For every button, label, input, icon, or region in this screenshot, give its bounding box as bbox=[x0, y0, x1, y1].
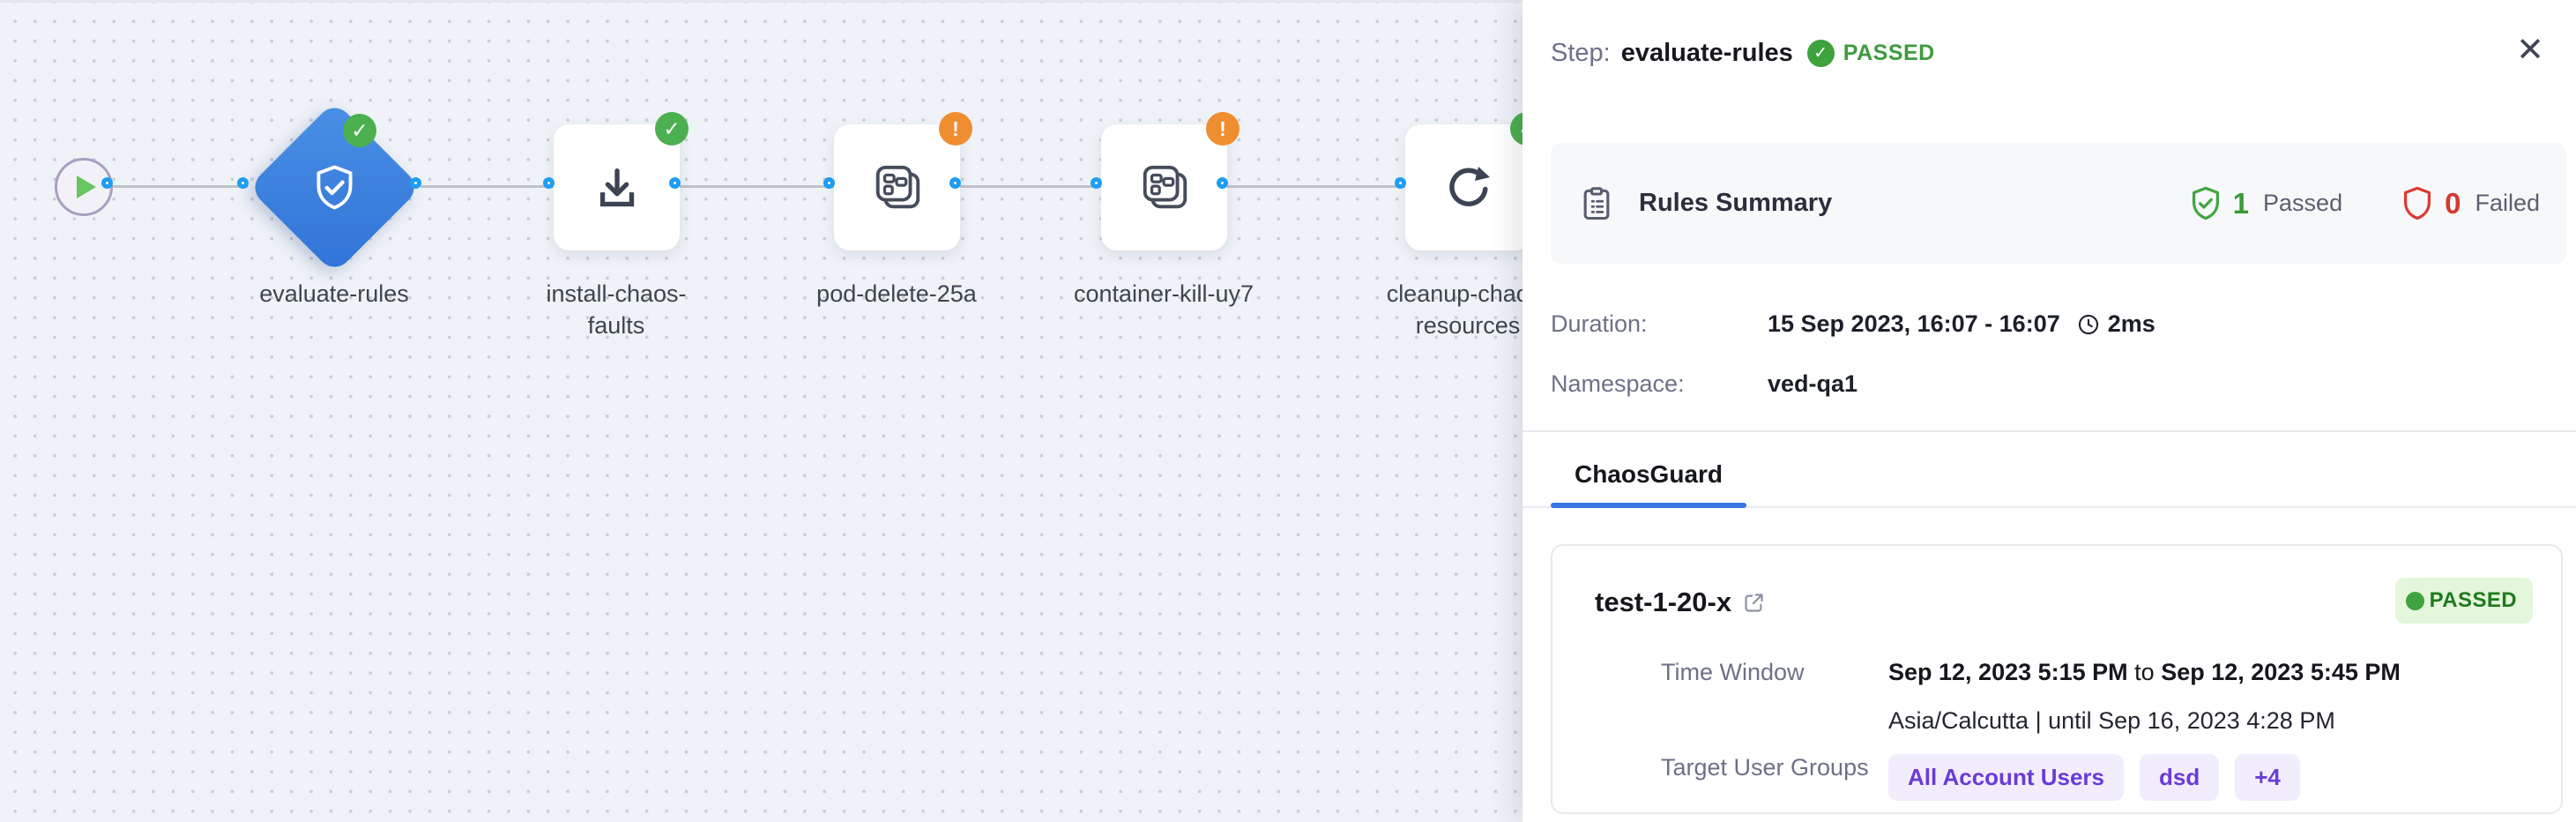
node-label-container-kill-uy7: container-kill-uy7 bbox=[1073, 280, 1254, 307]
status-badge-warning: ! bbox=[1206, 112, 1240, 146]
user-group-more-chip[interactable]: +4 bbox=[2235, 754, 2300, 801]
exclamation-icon: ! bbox=[952, 116, 959, 140]
user-group-chip[interactable]: dsd bbox=[2139, 754, 2220, 801]
timezone-value: Asia/Calcutta | until Sep 16, 2023 4:28 … bbox=[1888, 707, 2335, 734]
status-badge-success: ✓ bbox=[343, 114, 376, 147]
play-icon bbox=[77, 176, 96, 198]
failed-count: 0 bbox=[2445, 186, 2461, 220]
edge-start-evaluate bbox=[112, 185, 248, 188]
tab-active-underline bbox=[1551, 503, 1746, 508]
namespace-value: ved-qa1 bbox=[1768, 370, 1858, 397]
node-install-chaos-faults[interactable] bbox=[554, 124, 680, 250]
rules-summary-section: Rules Summary 1 Passed 0 Failed bbox=[1551, 143, 2566, 264]
step-label: Step: bbox=[1551, 39, 1611, 67]
passed-count: 1 bbox=[2232, 186, 2250, 220]
connector-port bbox=[410, 177, 421, 189]
chaos-fault-icon bbox=[1143, 165, 1187, 208]
duration-value: 15 Sep 2023, 16:07 - 16:07 bbox=[1768, 310, 2060, 337]
chaosguard-condition-card: test-1-20-x PASSED Time Window Sep 12, 2… bbox=[1551, 544, 2563, 814]
time-window-label: Time Window bbox=[1661, 659, 1805, 685]
connector-port bbox=[101, 177, 113, 189]
connector-port bbox=[823, 177, 835, 189]
duration-row: Duration: 15 Sep 2023, 16:07 - 16:07 2ms bbox=[1551, 310, 2155, 338]
check-icon: ✓ bbox=[351, 118, 369, 142]
retry-icon bbox=[1448, 166, 1490, 206]
time-window-row: Time Window Sep 12, 2023 5:15 PM to Sep … bbox=[1552, 659, 2401, 686]
edge-containerkill-cleanup bbox=[1227, 185, 1405, 188]
connector-port bbox=[1395, 177, 1406, 189]
node-container-kill-uy7[interactable] bbox=[1101, 124, 1227, 250]
node-cleanup-chaos-resources[interactable] bbox=[1405, 124, 1531, 250]
node-label-pod-delete-25a: pod-delete-25a bbox=[816, 280, 977, 307]
status-dot-icon bbox=[2405, 591, 2424, 610]
connector-port bbox=[237, 177, 249, 189]
panel-header: Step: evaluate-rules ✓ PASSED bbox=[1551, 39, 1935, 68]
timezone-row: Asia/Calcutta | until Sep 16, 2023 4:28 … bbox=[1552, 707, 2335, 735]
connector-port bbox=[543, 177, 555, 189]
duration-label: Duration: bbox=[1551, 310, 1648, 337]
tabbar-line bbox=[1523, 506, 2576, 508]
namespace-label: Namespace: bbox=[1551, 370, 1685, 397]
status-badge-warning: ! bbox=[939, 112, 972, 146]
connector-port bbox=[1217, 177, 1228, 189]
time-window-value: Sep 12, 2023 5:15 PM to Sep 12, 2023 5:4… bbox=[1888, 659, 2401, 685]
exclamation-icon: ! bbox=[1219, 116, 1226, 140]
download-icon bbox=[599, 168, 634, 206]
edge-poddelete-containerkill bbox=[960, 185, 1101, 188]
step-status: PASSED bbox=[1843, 41, 1935, 65]
chaos-fault-icon bbox=[875, 165, 919, 208]
passed-label: Passed bbox=[2263, 190, 2343, 216]
node-label-install-chaos-faults: install-chaos- faults bbox=[546, 280, 687, 339]
failed-label: Failed bbox=[2475, 190, 2540, 216]
user-group-chip[interactable]: All Account Users bbox=[1888, 754, 2124, 801]
condition-status-badge: PASSED bbox=[2394, 578, 2533, 624]
step-details-panel: Step: evaluate-rules ✓ PASSED ✕ Rules Su… bbox=[1523, 0, 2576, 822]
external-link-icon[interactable] bbox=[1742, 591, 1766, 615]
connector-port bbox=[669, 177, 681, 189]
passed-check-icon: ✓ bbox=[1806, 40, 1835, 67]
clock-icon bbox=[2078, 314, 2098, 334]
namespace-row: Namespace: ved-qa1 bbox=[1551, 370, 1858, 398]
edge-evaluate-install bbox=[421, 185, 554, 188]
condition-title: test-1-20-x bbox=[1595, 587, 1732, 617]
shield-check-icon bbox=[316, 164, 353, 209]
edge-install-poddelete bbox=[680, 185, 834, 188]
check-icon: ✓ bbox=[663, 116, 681, 140]
start-node[interactable] bbox=[55, 158, 113, 216]
node-label-evaluate-rules: evaluate-rules bbox=[259, 280, 409, 307]
close-button[interactable]: ✕ bbox=[2516, 32, 2544, 69]
step-name: evaluate-rules bbox=[1620, 39, 1793, 67]
node-label-cleanup-chaos-resources: cleanup-chaos- resources bbox=[1386, 280, 1550, 339]
clipboard-icon bbox=[1583, 186, 1610, 220]
rules-summary-title: Rules Summary bbox=[1639, 189, 1833, 217]
node-evaluate-rules[interactable] bbox=[248, 101, 421, 274]
status-badge-success: ✓ bbox=[655, 112, 689, 146]
connector-port bbox=[1091, 177, 1102, 189]
target-user-groups-row: Target User Groups All Account Users dsd… bbox=[1552, 754, 2300, 801]
node-pod-delete-25a[interactable] bbox=[834, 124, 960, 250]
target-user-groups-label: Target User Groups bbox=[1661, 754, 1869, 781]
duration-time: 2ms bbox=[2107, 310, 2155, 337]
shield-passed-icon bbox=[2192, 186, 2219, 220]
connector-port bbox=[949, 177, 961, 189]
tab-chaosguard[interactable]: ChaosGuard bbox=[1574, 460, 1724, 488]
shield-failed-icon bbox=[2404, 186, 2431, 220]
section-divider bbox=[1523, 430, 2576, 432]
